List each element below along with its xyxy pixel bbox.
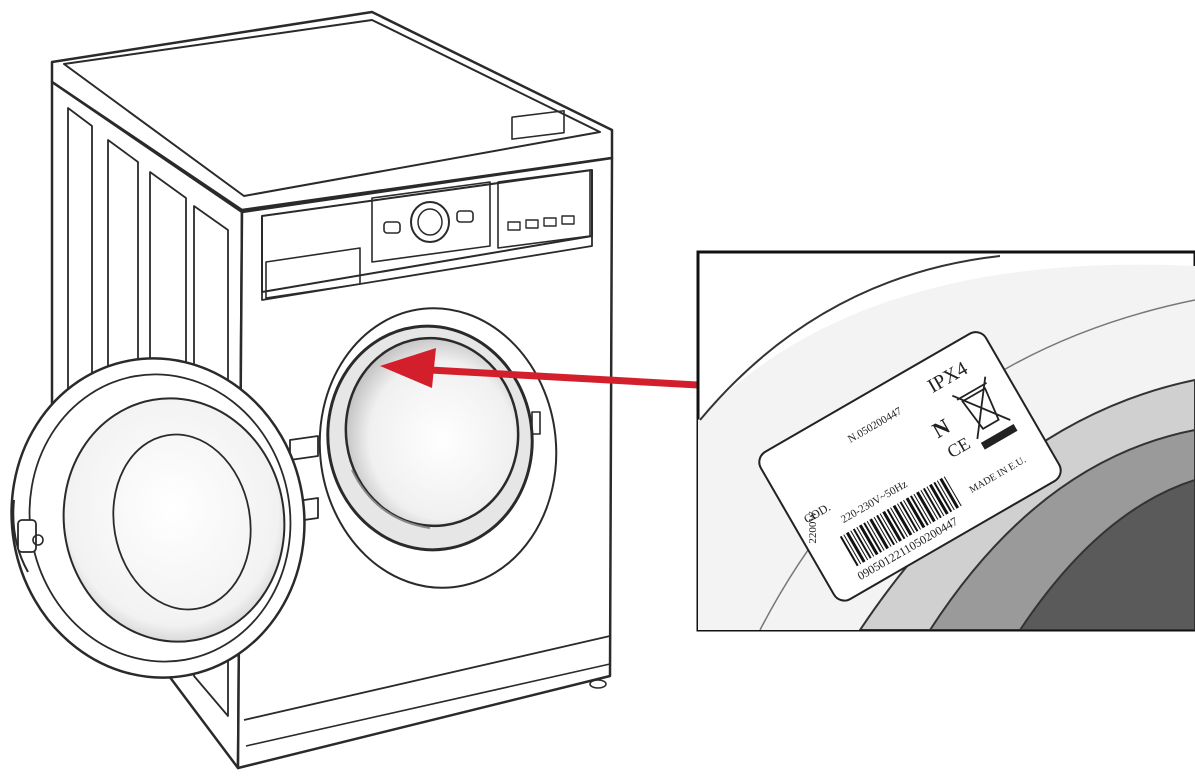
door-hinge <box>290 436 318 460</box>
washing-machine-icon <box>0 12 612 768</box>
door-handle <box>18 520 36 552</box>
label-power: 2200W <box>807 511 819 544</box>
rating-plate-inset: COD. N.050200447 IPX4 2200W 220-230V~50H… <box>698 252 1195 630</box>
